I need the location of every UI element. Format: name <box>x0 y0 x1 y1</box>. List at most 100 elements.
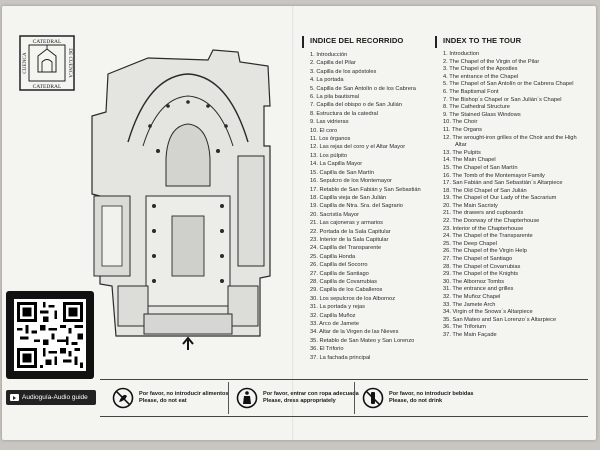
index-item: 8. Estructura de la catedral <box>310 110 378 117</box>
index-item: 15. Capilla de San Martín <box>310 169 375 176</box>
index-item: 19. The Chapel of Our Lady of the Sacrar… <box>443 195 557 202</box>
index-item: 27. The Chapel of Santiago <box>443 256 513 263</box>
index-english-title: INDEX TO THE TOUR <box>443 36 522 45</box>
index-item: 1. Introduction <box>443 51 480 57</box>
index-item: 25. Capilla Honda <box>310 253 356 260</box>
index-item: 26. Capilla del Socorro <box>310 262 368 269</box>
index-item: 28. The Chapel of Covarrubias <box>443 263 521 270</box>
index-item: 9. The Stained Glass Windows <box>443 111 521 118</box>
index-item: 2. The Chapel of the Virgin of the Pilar <box>443 58 540 65</box>
index-item: 30. Los sepulcros de los Albornoz <box>310 295 396 302</box>
index-item: 13. Los púlpito <box>310 152 347 159</box>
notice-dress-code-en: Please, dress appropriately <box>263 398 336 404</box>
no-food-icon <box>112 387 134 409</box>
index-item: 21. The drawers and cupboards <box>443 210 524 217</box>
index-item: 23. Interior de la Sala Capitular <box>310 236 389 243</box>
cathedral-floor-plan <box>91 49 271 350</box>
index-item: 18. The Old Chapel of San Julián <box>443 187 527 194</box>
index-item: 12. Las rejas del coro y el Altar Mayor <box>310 144 406 151</box>
index-item: 29. The Chapel of the Knights <box>443 271 519 278</box>
index-item: 36. El Triforio <box>310 346 344 353</box>
index-item: 16. The Tomb of the Montemayor Family <box>443 172 545 179</box>
index-item: 6. La pila bautismal <box>310 94 360 101</box>
tour-leaflet: CATEDRAL CATEDRAL CUENCA DE CUENCA <box>2 6 596 440</box>
index-item: 5. Capilla de San Antolín o de los Cabre… <box>310 85 416 92</box>
cathedral-seal: CATEDRAL CATEDRAL CUENCA DE CUENCA <box>19 35 75 91</box>
index-item: 21. Las cajoneras y armarios <box>310 220 384 227</box>
index-item: 2. Capilla del Pilar <box>310 60 356 67</box>
notice-no-drinks: Por favor, no introducir bebidas Please,… <box>362 383 474 413</box>
index-item: 14. The Main Chapel <box>443 157 496 164</box>
index-item: 27. Capilla de Santiago <box>310 270 369 277</box>
index-item: 20. The Main Sacristy <box>443 202 498 209</box>
index-item: 34. Altar de la Virgen de las Nieves <box>310 329 399 336</box>
notice-no-drinks-es: Por favor, no introducir bebidas <box>389 390 474 397</box>
index-item: 34. Virgin of the Snows´s Altarpiece <box>443 309 533 316</box>
index-item: 16. Sepulcro de los Montemayor <box>310 178 392 185</box>
index-item: 4. La portada <box>310 77 344 84</box>
index-item: 11. Los órganos <box>310 136 351 143</box>
index-item: 1. Introducción <box>310 52 348 58</box>
index-item: 17. Retablo de San Fabián y San Sebastiá… <box>310 186 421 193</box>
index-item: 14. La Capilla Mayor <box>310 161 363 168</box>
index-item: 25. The Deep Chapel <box>443 240 497 247</box>
dress-code-icon <box>236 387 258 409</box>
index-item: 35. San Mateo and San Lorenzo´s Altarpie… <box>443 316 557 323</box>
index-spanish-title: INDICE DEL RECORRIDO <box>310 36 404 45</box>
index-item: 35. Retablo de San Mateo y San Lorenzo <box>310 337 415 344</box>
index-item: 32. The Muñoz Chapel <box>443 294 501 300</box>
index-item: 32. Capilla Muñoz <box>310 312 356 319</box>
notice-dress-code-es: Por favor, entrar con ropa adecuada <box>263 390 359 397</box>
index-item: 12. The wrought-iron grilles of the Choi… <box>443 134 577 149</box>
index-item: 37. The Main Façade <box>443 331 497 338</box>
index-item: 18. Capilla vieja de San Julián <box>310 194 387 201</box>
index-item: 28. Capilla de Covarrubias <box>310 278 378 285</box>
index-item: 13. The Pulpits <box>443 149 481 156</box>
paper-fold <box>292 6 294 440</box>
index-item: 37. La fachada principal <box>310 354 371 361</box>
index-item: 9. Las vidrieras <box>310 119 349 126</box>
audio-guide-button[interactable]: Audioguía-Audio guide <box>6 390 96 405</box>
index-item: 30. The Albornoz Tombs <box>443 278 505 285</box>
seal-top-text: CATEDRAL <box>33 39 62 45</box>
index-item: 33. The Jamete Arch <box>443 301 496 308</box>
index-item: 8. The Cathedral Structure <box>443 104 510 111</box>
notice-no-food: Por favor, no introducir alimentos Pleas… <box>112 383 229 413</box>
index-item: 19. Capilla de Ntra. Sra. del Sagrario <box>310 203 403 210</box>
audio-guide-qr-code[interactable] <box>6 291 94 379</box>
index-item: 23. Interior of the Chapterhouse <box>443 225 524 232</box>
index-item: 33. Arco de Jamete <box>310 321 360 327</box>
notice-no-drinks-en: Please, do not drink <box>389 398 443 404</box>
notice-no-food-es: Por favor, no introducir alimentos <box>139 390 229 397</box>
index-item: 31. The entrance and grilles <box>443 286 514 293</box>
index-item: 6. The Baptismal Font <box>443 88 499 95</box>
visitor-notices: Por favor, no introducir alimentos Pleas… <box>100 379 588 417</box>
index-item: 26. The Chapel of the Virgin Help <box>443 248 527 255</box>
index-item: 3. The Chapel of the Apostles <box>443 66 518 73</box>
notice-no-food-en: Please, do not eat <box>139 398 187 404</box>
index-item: 7. The Bishop´s Chapel or San Julián´s C… <box>443 96 562 103</box>
index-item: 5. The Chapel of San Antolín or the Cabr… <box>443 81 574 88</box>
index-item: 36. The Triforium <box>443 324 486 331</box>
seal-right-text: DE CUENCA <box>67 48 73 78</box>
index-item: 7. Capilla del obispo o de San Julián <box>310 102 403 109</box>
index-item: 22. The Doorway of the Chapterhouse <box>443 218 540 225</box>
index-item: 17. San Fabián and San Sebastián´s Altar… <box>443 180 563 187</box>
index-spanish: INDICE DEL RECORRIDO 1. Introducción 2. C… <box>302 36 430 362</box>
index-item: 10. El coro <box>310 127 338 134</box>
index-item: 11. The Organs <box>443 126 482 133</box>
seal-bottom-text: CATEDRAL <box>33 84 62 90</box>
index-item: 15. The Chapel of San Martín <box>443 164 518 171</box>
audio-guide-label: Audioguía-Audio guide <box>22 394 88 401</box>
notice-dress-code: Por favor, entrar con ropa adecuada Plea… <box>236 383 359 413</box>
index-item: 29. Capilla de los Caballeros <box>310 287 383 294</box>
index-item: 10. The Choir <box>443 119 478 126</box>
play-icon <box>10 394 19 401</box>
index-item: 20. Sacristía Mayor <box>310 211 359 218</box>
index-item: 4. The entrance of the Chapel <box>443 73 519 80</box>
index-item: 24. The Chapel of the Transparente <box>443 233 533 240</box>
index-item: 3. Capilla de los apóstoles <box>310 68 377 75</box>
